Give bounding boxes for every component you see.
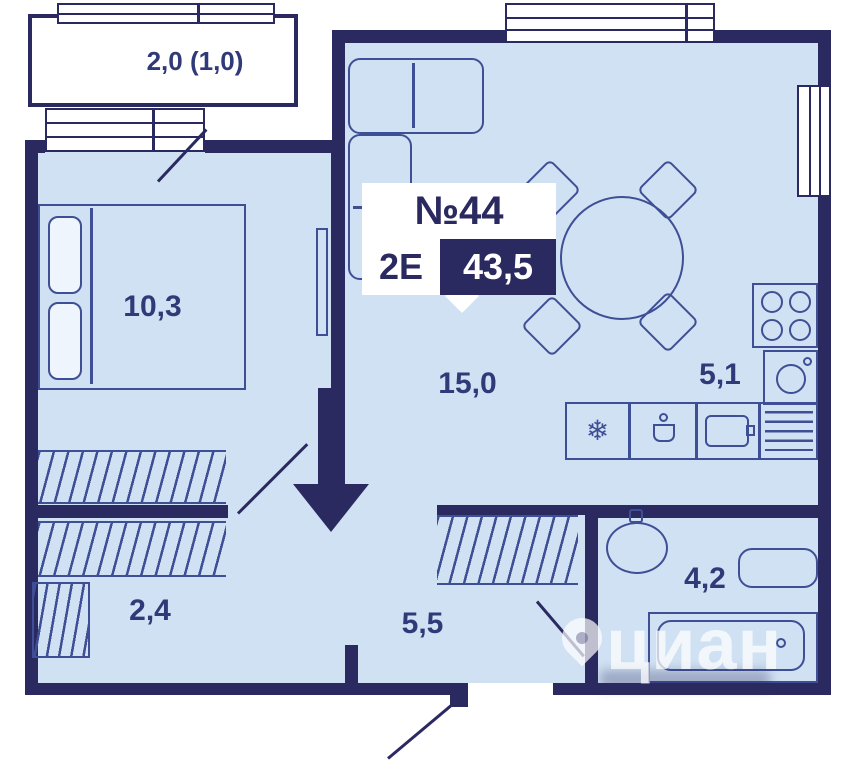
wall-top-living-b bbox=[715, 30, 831, 43]
kitchen-sink-faucet-icon bbox=[746, 425, 755, 436]
wall-kitchen-bathroom bbox=[598, 505, 831, 518]
wall-connector-left-of-living bbox=[332, 43, 345, 153]
bathroom-faucet-icon bbox=[629, 509, 643, 523]
wall-bottom-right bbox=[553, 683, 831, 695]
wall-bedroom-living bbox=[331, 153, 345, 395]
burner-icon bbox=[789, 291, 811, 313]
wall-left bbox=[25, 140, 38, 695]
washer-knob-icon bbox=[803, 357, 812, 366]
window-mullion-icon bbox=[47, 136, 203, 138]
counter-divider bbox=[628, 404, 631, 458]
sofa-cushion-line bbox=[412, 63, 415, 128]
counter-divider bbox=[695, 404, 698, 458]
bathroom-sink bbox=[606, 522, 668, 574]
shoe-shelf bbox=[32, 582, 90, 658]
unit-number-badge: №44 bbox=[362, 183, 556, 239]
burner-icon bbox=[761, 291, 783, 313]
window-mullion-icon bbox=[685, 5, 688, 41]
pillow bbox=[48, 302, 82, 380]
entrance-arrow-shaft bbox=[318, 388, 345, 486]
dressing-area-label: 2,4 bbox=[129, 594, 171, 627]
plant-top-icon bbox=[659, 413, 668, 422]
fridge-snowflake-icon: ❄ bbox=[585, 414, 610, 447]
entrance-arrow-head-icon bbox=[293, 484, 369, 532]
bed-headboard-line bbox=[90, 208, 93, 384]
bathtub-drain-icon bbox=[776, 638, 786, 648]
wall-bedroom-dressing bbox=[38, 505, 228, 518]
living-area-label: 15,0 bbox=[438, 367, 497, 400]
dish-rack-icon bbox=[765, 411, 813, 451]
wall-top-living-a bbox=[332, 30, 505, 43]
balcony-top-window bbox=[57, 3, 275, 24]
wall-right-b bbox=[818, 197, 831, 695]
wall-right-a bbox=[818, 30, 831, 85]
window-mullion-icon bbox=[197, 5, 200, 22]
window-mullion-icon bbox=[47, 122, 203, 124]
wall-bottom-left bbox=[25, 683, 462, 695]
unit-type-badge: 2Е bbox=[362, 239, 440, 295]
window-mullion-icon bbox=[152, 110, 155, 150]
hallway-area-label: 5,5 bbox=[401, 607, 444, 640]
kitchen-area-label: 5,1 bbox=[699, 358, 741, 391]
kitchen-sink-basin bbox=[705, 415, 749, 447]
plant-pot-icon bbox=[653, 424, 675, 442]
bathtub-inner bbox=[657, 620, 805, 671]
washer-door-icon bbox=[776, 364, 806, 394]
window-mullion-icon bbox=[507, 29, 713, 31]
unit-total-area-badge: 43,5 bbox=[440, 239, 556, 295]
kitchen-counter: ❄ bbox=[565, 402, 818, 460]
hallway-wardrobe bbox=[437, 515, 578, 585]
wall-top-bedroom-b bbox=[205, 140, 345, 153]
bathroom-cabinet bbox=[738, 548, 818, 588]
tv-panel bbox=[316, 228, 328, 336]
dining-table bbox=[560, 196, 684, 320]
bedroom-area-label: 10,3 bbox=[123, 290, 182, 323]
window-mullion-icon bbox=[59, 13, 273, 15]
wall-hall-wardrobe-top bbox=[437, 505, 585, 515]
bedroom-balcony-window bbox=[45, 108, 205, 152]
window-mullion-icon bbox=[507, 17, 713, 19]
bathroom-area-label: 4,2 bbox=[684, 562, 726, 595]
balcony-area-label: 2,0 (1,0) bbox=[146, 46, 244, 76]
stove bbox=[752, 283, 818, 348]
kitchen-side-window bbox=[797, 85, 831, 197]
pillow bbox=[48, 216, 82, 294]
washing-machine bbox=[763, 350, 818, 405]
window-mullion-icon bbox=[819, 87, 821, 195]
watermark-smudge bbox=[600, 670, 770, 690]
burner-icon bbox=[761, 319, 783, 341]
bedroom-wardrobe bbox=[38, 450, 226, 504]
burner-icon bbox=[789, 319, 811, 341]
balcony-outline bbox=[28, 14, 298, 107]
window-mullion-icon bbox=[809, 87, 811, 195]
watermark-brand: циан bbox=[606, 605, 783, 685]
bathtub bbox=[648, 612, 818, 683]
sofa-back-section bbox=[348, 58, 484, 134]
wall-stub-dressing-hall bbox=[345, 645, 358, 683]
living-top-window bbox=[505, 3, 715, 43]
entrance-door-swing bbox=[387, 695, 463, 760]
watermark-pin-dot-icon bbox=[573, 629, 591, 647]
bed bbox=[38, 204, 246, 390]
wall-top-bedroom-a bbox=[25, 140, 45, 153]
counter-divider bbox=[758, 404, 761, 458]
dressing-wardrobe bbox=[38, 521, 226, 577]
